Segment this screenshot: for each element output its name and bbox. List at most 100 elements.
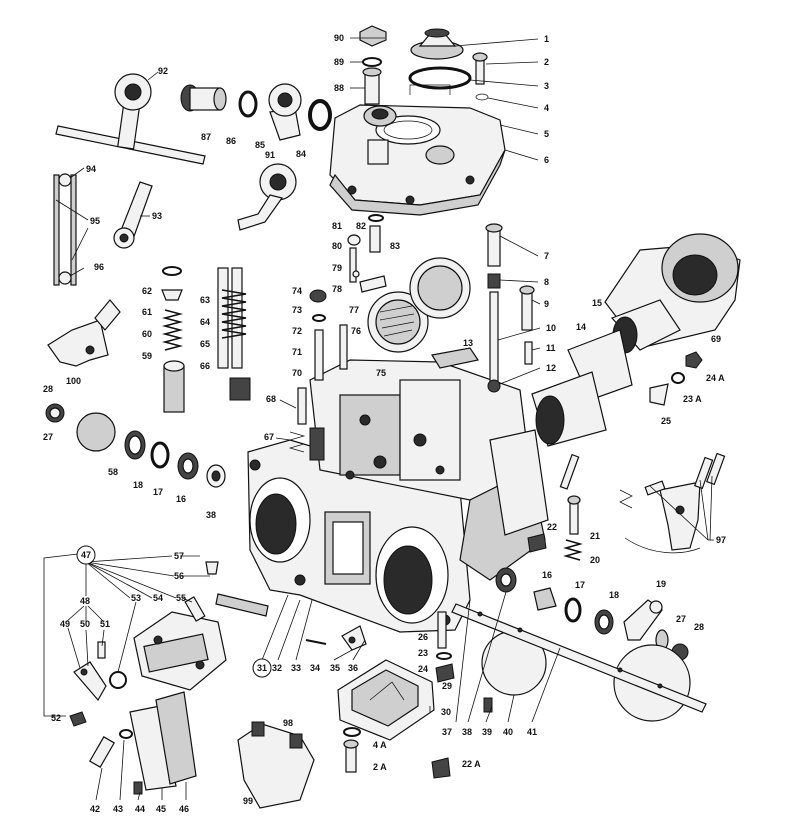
- label-21: 21: [590, 531, 600, 541]
- label-72: 72: [292, 326, 302, 336]
- label-24: 24: [418, 664, 428, 674]
- label-18: 18: [133, 480, 143, 490]
- label-91: 91: [265, 150, 275, 160]
- label-68: 68: [266, 394, 276, 404]
- label-90: 90: [334, 33, 344, 43]
- label-62: 62: [142, 286, 152, 296]
- label-42: 42: [90, 804, 100, 814]
- label-73: 73: [292, 305, 302, 315]
- label-56: 56: [174, 571, 184, 581]
- label-65: 65: [200, 339, 210, 349]
- label-40: 40: [503, 727, 513, 737]
- label-61: 61: [142, 307, 152, 317]
- label-87: 87: [201, 132, 211, 142]
- label-41: 41: [527, 727, 537, 737]
- part-linkage-rods: [53, 73, 332, 286]
- label-29: 29: [442, 681, 452, 691]
- part-left-components: [45, 266, 251, 488]
- label-35: 35: [330, 663, 340, 673]
- label-32: 32: [272, 663, 282, 673]
- label-47-ring: [76, 545, 96, 565]
- part-main-body: [247, 359, 549, 633]
- part-floats: [288, 214, 535, 453]
- label-67: 67: [264, 432, 274, 442]
- label-89: 89: [334, 57, 344, 67]
- label-27: 27: [43, 432, 53, 442]
- label-23a: 23 A: [683, 394, 702, 404]
- label-3: 3: [544, 81, 549, 91]
- label-84: 84: [296, 149, 306, 159]
- label-26: 26: [418, 632, 428, 642]
- label-92: 92: [158, 66, 168, 76]
- label-86: 86: [226, 136, 236, 146]
- label-28b: 28: [694, 622, 704, 632]
- label-94: 94: [86, 164, 96, 174]
- part-bottom-cover-assembly: [305, 611, 455, 773]
- label-74: 74: [292, 286, 302, 296]
- label-16b: 16: [542, 570, 552, 580]
- label-1: 1: [544, 34, 549, 44]
- part-top-cover-assembly: [329, 25, 506, 216]
- label-51: 51: [100, 619, 110, 629]
- label-70: 70: [292, 368, 302, 378]
- part-choke-and-cover-assembly: [69, 561, 315, 809]
- label-47: 47: [81, 550, 91, 560]
- label-8: 8: [544, 277, 549, 287]
- label-54: 54: [153, 593, 163, 603]
- label-55: 55: [176, 593, 186, 603]
- label-2: 2: [544, 57, 549, 67]
- label-13: 13: [463, 338, 473, 348]
- label-77: 77: [349, 305, 359, 315]
- label-50: 50: [80, 619, 90, 629]
- label-57: 57: [174, 551, 184, 561]
- label-17b: 17: [575, 580, 585, 590]
- label-43: 43: [113, 804, 123, 814]
- label-97: 97: [716, 535, 726, 545]
- label-58: 58: [108, 467, 118, 477]
- label-12: 12: [546, 363, 556, 373]
- label-5: 5: [544, 129, 549, 139]
- label-52: 52: [51, 713, 61, 723]
- label-64: 64: [200, 317, 210, 327]
- label-16: 16: [176, 494, 186, 504]
- label-17: 17: [153, 487, 163, 497]
- label-78: 78: [332, 284, 342, 294]
- label-48: 48: [80, 596, 90, 606]
- label-22a: 22 A: [462, 759, 481, 769]
- label-30: 30: [441, 707, 451, 717]
- label-60: 60: [142, 329, 152, 339]
- label-28: 28: [43, 384, 53, 394]
- label-9: 9: [544, 299, 549, 309]
- label-85: 85: [255, 140, 265, 150]
- label-14: 14: [576, 322, 586, 332]
- label-4: 4: [544, 103, 549, 113]
- label-39: 39: [482, 727, 492, 737]
- label-36: 36: [348, 663, 358, 673]
- label-2a: 2 A: [373, 762, 387, 772]
- label-71: 71: [292, 347, 302, 357]
- label-20: 20: [590, 555, 600, 565]
- leader-lines: [43, 37, 714, 801]
- label-83: 83: [390, 241, 400, 251]
- label-80: 80: [332, 241, 342, 251]
- part-number-labels: 1 2 3 4 5 6 7 8 9 10 11 12 13 14 15 16 1…: [43, 33, 726, 814]
- label-49: 49: [60, 619, 70, 629]
- part-air-horn-and-venturi: [531, 233, 741, 447]
- label-22: 22: [547, 522, 557, 532]
- label-93: 93: [152, 211, 162, 221]
- label-37: 37: [442, 727, 452, 737]
- label-75: 75: [376, 368, 386, 378]
- label-24a: 24 A: [706, 373, 725, 383]
- label-4a: 4 A: [373, 740, 387, 750]
- part-throttle-assembly: [431, 452, 726, 779]
- label-33: 33: [291, 663, 301, 673]
- label-82: 82: [356, 221, 366, 231]
- label-59: 59: [142, 351, 152, 361]
- label-38: 38: [206, 510, 216, 520]
- label-99: 99: [243, 796, 253, 806]
- label-38b: 38: [462, 727, 472, 737]
- label-44: 44: [135, 804, 145, 814]
- label-100: 100: [66, 376, 81, 386]
- label-7: 7: [544, 251, 549, 261]
- label-31-ring: [252, 658, 272, 678]
